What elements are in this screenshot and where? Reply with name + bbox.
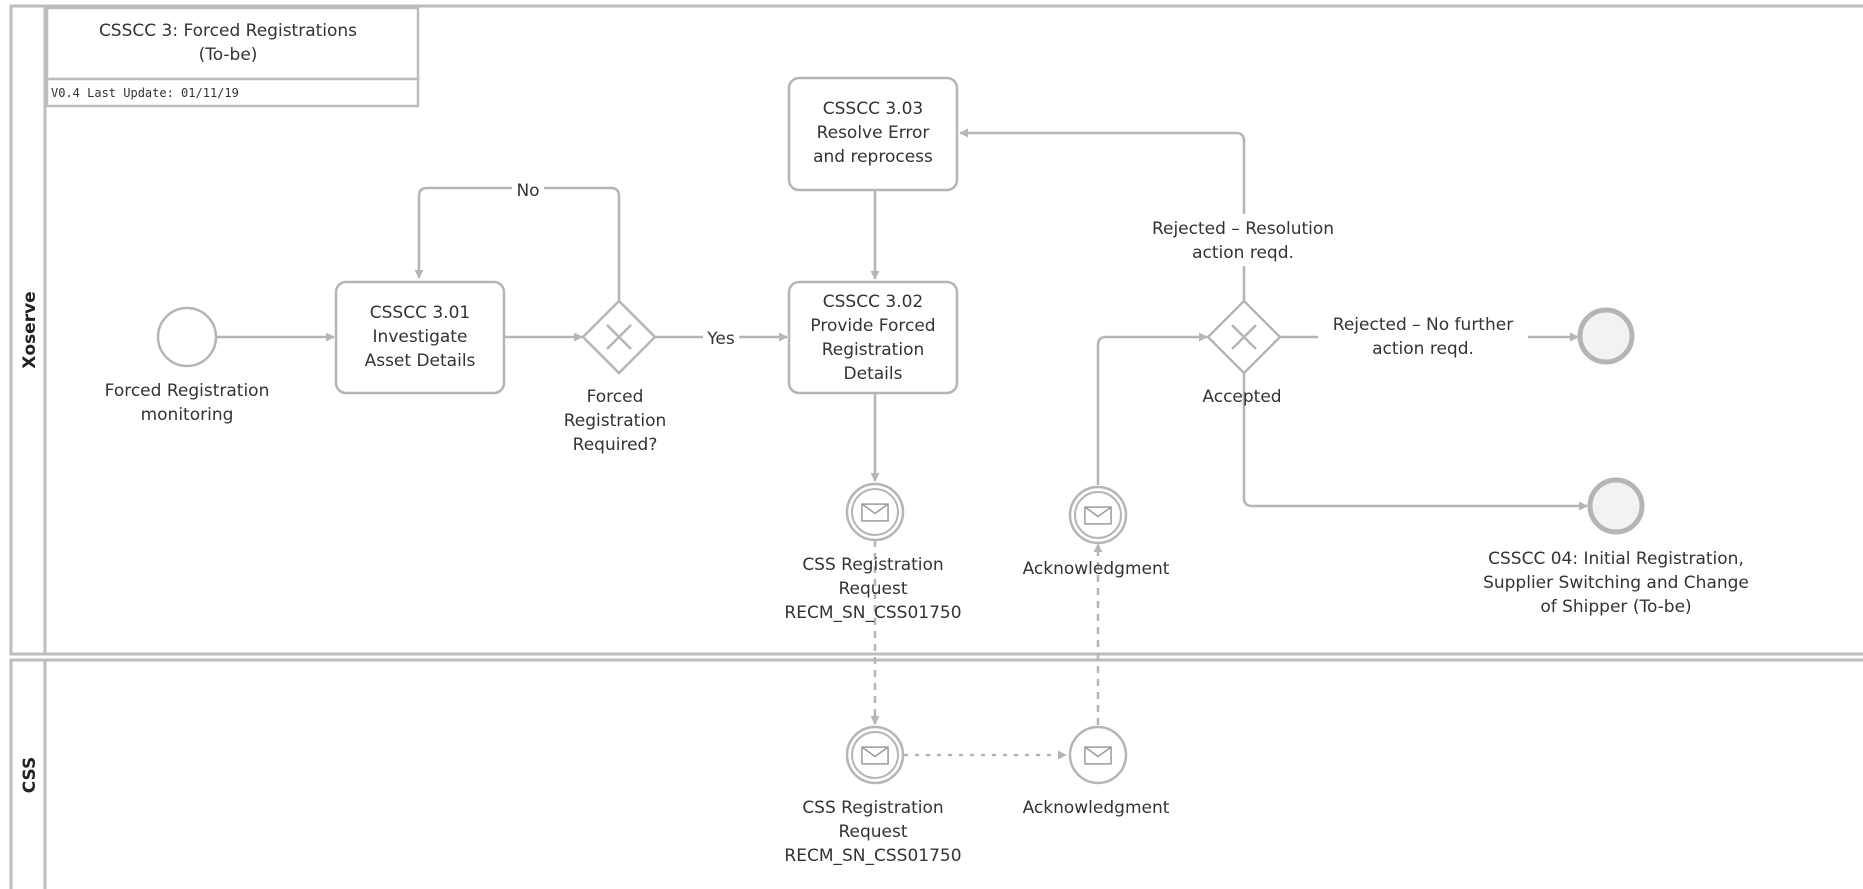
lane-css[interactable]: CSS — [9, 658, 1863, 889]
task-cssc-3-02[interactable]: CSSCC 3.02 Provide Forced Registration D… — [787, 280, 959, 395]
flow-label-rejected-resolution-1: Rejected – Resolution — [1152, 219, 1334, 239]
message-1-label-2: Request — [838, 579, 907, 599]
end-event-2-label-3: of Shipper (To-be) — [1540, 597, 1691, 617]
end-event-cssc-04[interactable] — [1587, 477, 1645, 535]
gateway-1-label-1: Forced — [587, 387, 644, 407]
task-3-01-line-3: Asset Details — [365, 351, 476, 371]
task-3-02-line-2: Provide Forced — [810, 316, 935, 336]
gateway-accepted[interactable] — [1206, 299, 1282, 375]
envelope-icon — [1084, 506, 1112, 525]
gateway-1-label-3: Required? — [573, 435, 658, 455]
message-event-acknowledgment-send[interactable] — [1068, 725, 1128, 785]
end-event-no-further-action[interactable] — [1577, 307, 1635, 365]
lane-xoserve[interactable]: Xoserve — [9, 4, 1863, 656]
version-label: V0.4 Last Update: 01/11/19 — [51, 86, 239, 100]
start-event[interactable] — [156, 306, 218, 368]
task-3-01-line-1: CSSCC 3.01 — [370, 303, 470, 323]
message-event-css-registration-request[interactable] — [845, 482, 905, 542]
gateway-1-label-2: Registration — [564, 411, 667, 431]
message-1-label-3: RECM_SN_CSS01750 — [784, 603, 961, 623]
task-3-02-line-4: Details — [844, 364, 903, 384]
task-3-03-line-1: CSSCC 3.03 — [823, 99, 923, 119]
flow-label-no: No — [516, 181, 539, 201]
title-line-1: CSSCC 3: Forced Registrations — [99, 21, 357, 41]
flow-ack-to-gateway — [1096, 332, 1208, 485]
task-cssc-3-03[interactable]: CSSCC 3.03 Resolve Error and reprocess — [787, 76, 959, 192]
flow-label-rejected-resolution-2: action reqd. — [1192, 243, 1294, 263]
gateway-forced-registration-required[interactable] — [581, 299, 657, 375]
message-3-label-2: Request — [838, 822, 907, 842]
flow-label-rejected-no-further-1: Rejected – No further — [1333, 315, 1513, 335]
start-event-label-2: monitoring — [141, 405, 234, 425]
flow-label-rejected-no-further-2: action reqd. — [1372, 339, 1474, 359]
gateway-2-label: Accepted — [1202, 387, 1281, 407]
task-3-03-line-2: Resolve Error — [817, 123, 930, 143]
start-event-circle — [156, 306, 218, 368]
envelope-icon — [861, 503, 889, 522]
title-line-2: (To-be) — [199, 45, 258, 65]
flow-rejected-resolution — [959, 128, 1246, 301]
envelope-icon — [861, 746, 889, 765]
task-3-03-line-3: and reprocess — [813, 147, 933, 167]
message-4-label: Acknowledgment — [1023, 798, 1170, 818]
end-event-2-label-1: CSSCC 04: Initial Registration, — [1488, 549, 1744, 569]
message-3-label-1: CSS Registration — [802, 798, 943, 818]
message-1-label-1: CSS Registration — [802, 555, 943, 575]
lane-label-css: CSS — [20, 757, 40, 794]
task-cssc-3-01[interactable]: CSSCC 3.01 Investigate Asset Details — [334, 280, 506, 395]
message-3-label-3: RECM_SN_CSS01750 — [784, 846, 961, 866]
message-event-acknowledgment[interactable] — [1068, 485, 1128, 545]
message-2-label: Acknowledgment — [1023, 559, 1170, 579]
task-3-02-line-1: CSSCC 3.02 — [823, 292, 923, 312]
lane-label-xoserve: Xoserve — [20, 291, 40, 368]
title-box: CSSCC 3: Forced Registrations (To-be) V0… — [45, 6, 420, 108]
flow-label-yes: Yes — [706, 329, 735, 349]
message-flows — [870, 540, 1103, 725]
start-event-label-1: Forced Registration — [105, 381, 270, 401]
message-event-css-registration-request-receive[interactable] — [845, 725, 905, 785]
task-3-02-line-3: Registration — [822, 340, 925, 360]
flow-accepted — [1242, 373, 1588, 511]
envelope-icon — [1084, 746, 1112, 765]
task-3-01-line-2: Investigate — [373, 327, 468, 347]
end-event-2-label-2: Supplier Switching and Change — [1483, 573, 1749, 593]
